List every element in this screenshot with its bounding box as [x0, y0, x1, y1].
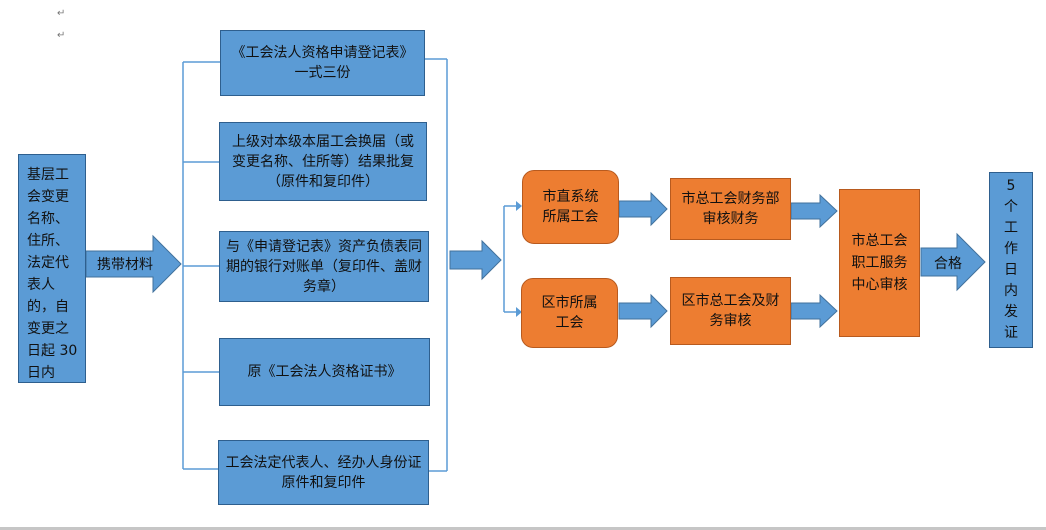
- start-condition-text: 基层工会变更名称、住所、法定代表人的，自变更之日起 30日内: [27, 167, 78, 381]
- material-box-4: 原《工会法人资格证书》: [219, 338, 430, 406]
- audit-box-city-finance: 市总工会财务部 审核财务: [670, 178, 791, 240]
- carry-arrow: [85, 234, 182, 294]
- pass-arrow: [920, 232, 986, 292]
- material-text-1: 《工会法人资格申请登记表》 一式三份: [231, 45, 414, 81]
- union-text-district: 区市所属 工会: [541, 295, 598, 331]
- material-text-5: 工会法定代表人、经办人身份证 原件和复印件: [225, 454, 422, 491]
- union-text-city-direct: 市直系统 所属工会: [542, 189, 599, 225]
- start-condition-box: 基层工会变更名称、住所、法定代表人的，自变更之日起 30日内: [18, 154, 86, 383]
- certificate-issue-text: 5 个 工 作 日 内 发 证: [1004, 178, 1018, 341]
- materials-to-unions-arrow: [449, 239, 502, 281]
- paragraph-mark-2: ↵: [57, 30, 66, 41]
- audit2-to-center-arrow: [790, 293, 838, 329]
- audit1-to-center-arrow: [790, 193, 838, 229]
- audit-box-district-finance: 区市总工会及财 务审核: [670, 277, 791, 345]
- material-box-1: 《工会法人资格申请登记表》 一式三份: [220, 30, 425, 96]
- material-box-3: 与《申请登记表》资产负债表同 期的银行对账单（复印件、盖财 务章）: [219, 231, 429, 302]
- audit-text-city-finance: 市总工会财务部 审核财务: [681, 191, 780, 227]
- material-text-2: 上级对本级本届工会换届（或 变更名称、住所等）结果批复 （原件和复印件）: [232, 133, 414, 190]
- union1-to-audit1-arrow: [618, 191, 668, 227]
- certificate-issue-box: 5 个 工 作 日 内 发 证: [989, 172, 1033, 348]
- split-bottom-head: [516, 307, 522, 317]
- union2-to-audit2-arrow: [618, 293, 668, 329]
- union-box-city-direct: 市直系统 所属工会: [522, 170, 619, 244]
- carry-materials-label: 携带材料: [97, 257, 153, 273]
- bottom-border: [0, 527, 1046, 530]
- material-text-4: 原《工会法人资格证书》: [247, 364, 402, 380]
- audit-text-district-finance: 区市总工会及财 务审核: [681, 293, 780, 329]
- union-box-district: 区市所属 工会: [521, 278, 618, 348]
- material-box-5: 工会法定代表人、经办人身份证 原件和复印件: [218, 440, 429, 505]
- service-center-review-box: 市总工会 职工服务 中心审核: [839, 189, 920, 337]
- material-box-2: 上级对本级本届工会换届（或 变更名称、住所等）结果批复 （原件和复印件）: [219, 122, 427, 201]
- pass-label: 合格: [934, 256, 962, 272]
- material-text-3: 与《申请登记表》资产负债表同 期的银行对账单（复印件、盖财 务章）: [226, 238, 422, 295]
- paragraph-mark-1: ↵: [57, 8, 66, 19]
- service-center-review-text: 市总工会 职工服务 中心审核: [851, 233, 908, 293]
- split-top-head: [516, 201, 522, 211]
